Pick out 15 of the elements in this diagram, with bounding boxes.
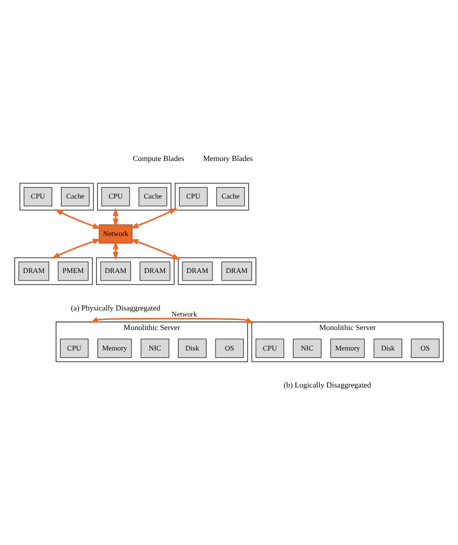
arrow [54,209,102,229]
cluster [174,182,250,210]
cluster [14,257,93,286]
cluster [96,257,175,286]
cluster [19,182,94,210]
arrow [51,238,102,259]
arrow [90,317,254,324]
arrow [130,208,178,228]
label: (b) Logically Disaggregated [284,380,372,390]
arrow [130,239,180,260]
cluster [178,257,256,286]
label: (a) Physically Disaggregated [70,303,160,312]
label: Compute Blades [132,154,184,164]
cluster [97,182,172,210]
label: Memory Blades [203,154,253,164]
